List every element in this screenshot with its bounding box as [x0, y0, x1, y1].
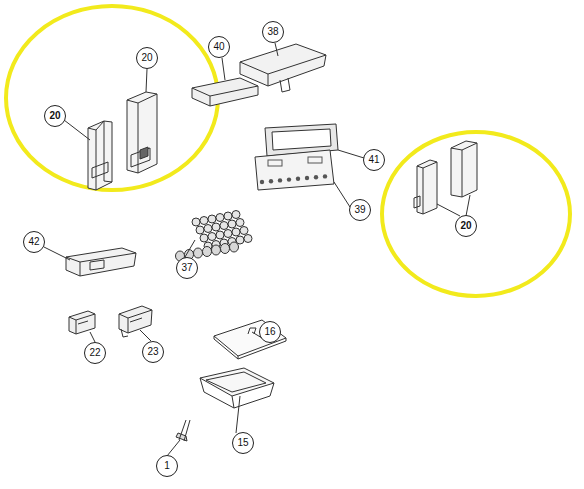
- callout-number: 1: [156, 455, 178, 477]
- callout-number: 23: [142, 341, 164, 363]
- callout-number: 42: [23, 231, 45, 253]
- callout-number: 16: [259, 321, 281, 343]
- callout-number: 40: [208, 36, 230, 58]
- callout-number: 39: [349, 199, 371, 221]
- callout-number: 20: [136, 47, 158, 69]
- callout-number: 20: [44, 105, 66, 127]
- callout-number: 41: [363, 149, 385, 171]
- callout-number: 22: [84, 342, 106, 364]
- callout-number: 37: [176, 257, 198, 279]
- callout-number: 15: [232, 432, 254, 454]
- callout-number: 38: [262, 21, 284, 43]
- callout-number: 20: [455, 215, 477, 237]
